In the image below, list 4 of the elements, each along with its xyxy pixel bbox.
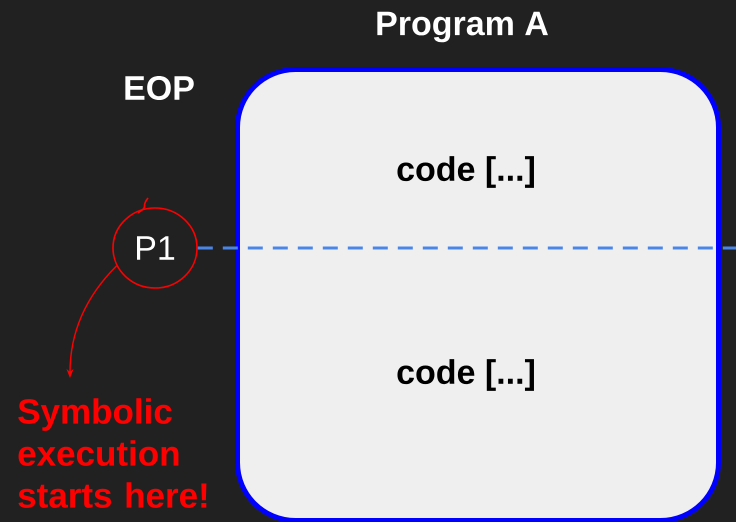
circled-label: P1: [112, 198, 198, 289]
box-heading: Program A: [377, 12, 548, 42]
side-label: EOP: [125, 76, 194, 100]
callout-text: Symbolic execution starts here!: [18, 398, 206, 508]
